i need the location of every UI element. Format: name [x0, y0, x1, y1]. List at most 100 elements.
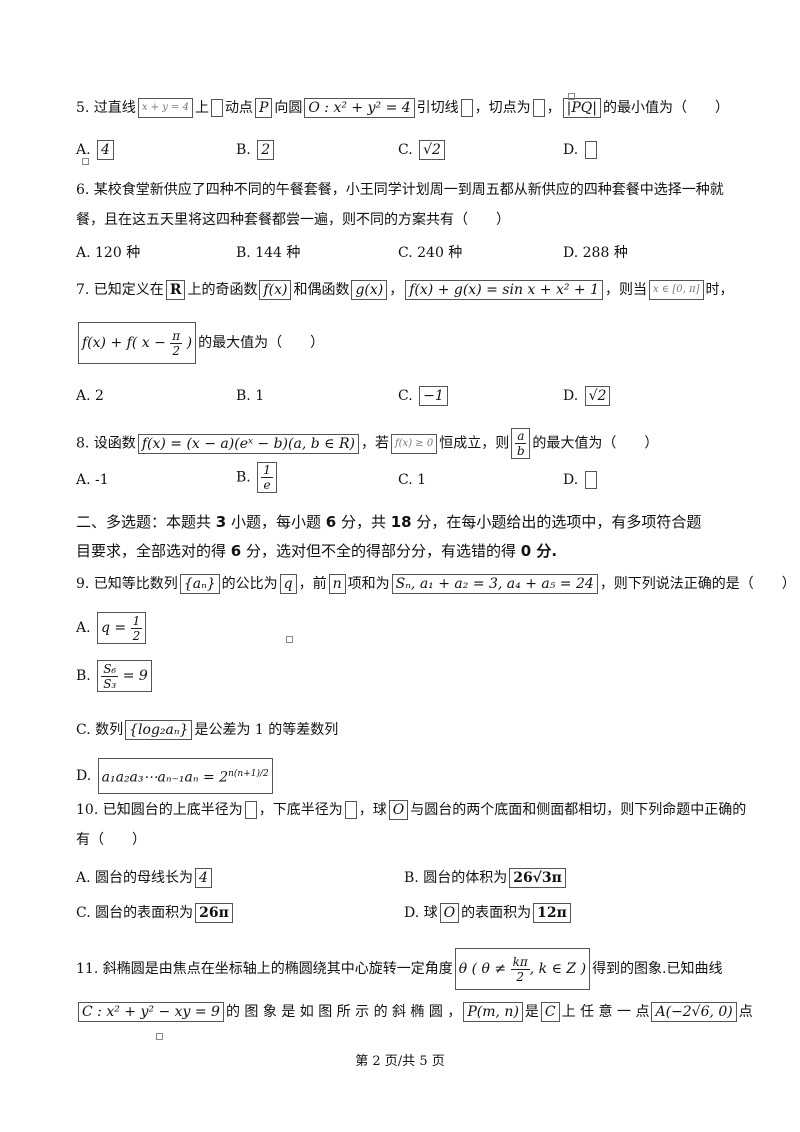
frac-denominator: 2 [132, 628, 141, 643]
q5-blank-q [532, 99, 545, 117]
option-value-empty [584, 141, 597, 159]
q5-blank-tangent [460, 99, 473, 117]
frac-denominator: 2 [172, 343, 181, 358]
option-label: B. [236, 388, 251, 404]
option-value: 26π [195, 903, 233, 923]
q5-circle-equation: O : x² + y² = 4 [304, 98, 415, 118]
q9-text-a: 9. 已知等比数列 [76, 576, 178, 592]
q11-point-p: P(m, n) [463, 1002, 523, 1022]
option-label: C. 圆台的表面积为 [76, 905, 194, 921]
q7-fx: f(x) [259, 280, 292, 300]
q7-equation: f(x) + g(x) = sin x + x² + 1 [405, 280, 603, 300]
q7-option-a[interactable]: A. 2 [76, 386, 104, 406]
section-number: 6 [325, 513, 337, 531]
q8-function: f(x) = (x − a)(eˣ − b)(a, b ∈ R) [137, 433, 359, 454]
section-text: 目要求，全部选对的得 [76, 542, 231, 560]
q6-option-d[interactable]: D. 288 种 [563, 243, 628, 263]
frac-denominator: b [516, 444, 525, 458]
q8-option-a[interactable]: A. -1 [76, 470, 109, 490]
q10-blank-bottom-radius [344, 801, 357, 819]
q9-text-d: 项和为 [347, 576, 390, 592]
q9-opt-a-lhs: q = [101, 620, 127, 636]
q7-option-c[interactable]: C. −1 [398, 386, 450, 406]
q10-blank-top-radius [244, 801, 257, 819]
q10-text-b: ，下底半径为 [258, 802, 343, 818]
option-label: A. 圆台的母线长为 [76, 870, 194, 886]
q7-text-a: 7. 已知定义在 [76, 282, 164, 298]
option-value: 26√3π [509, 868, 566, 888]
q8-option-c[interactable]: C. 1 [398, 470, 426, 490]
option-label: D. [563, 142, 579, 158]
option-label: A. [76, 142, 91, 158]
section-number: 18 [390, 513, 412, 531]
q10-sphere-o: O [388, 800, 409, 820]
option-label: D. [76, 767, 92, 784]
q5-option-c[interactable]: C. √2 [398, 140, 447, 160]
q5-option-b[interactable]: B. 2 [236, 140, 276, 160]
q6-option-a[interactable]: A. 120 种 [76, 243, 140, 263]
q8-text-d: 的最大值为（ ） [532, 435, 659, 452]
q6-option-b[interactable]: B. 144 种 [236, 243, 300, 263]
q7-option-d[interactable]: D. √2 [563, 386, 612, 406]
option-label: A. [76, 620, 91, 636]
q5-line-equation: x + y = 4 [137, 98, 193, 118]
q5-option-a[interactable]: A. 4 [76, 140, 116, 160]
option-value: 12π [533, 903, 571, 923]
stray-marker [82, 158, 89, 165]
option-value: 4 [195, 868, 212, 888]
option-label: D. 球 [404, 905, 438, 921]
option-label: C. 数列 [76, 722, 124, 738]
option-label: B. [236, 469, 251, 486]
q8-condition: f(x) ≥ 0 [390, 433, 438, 454]
option-text: 的表面积为 [461, 905, 532, 921]
q9-text-e: ，则下列说法正确的是（ ） [599, 576, 796, 592]
option-label: D. [563, 388, 579, 404]
q5-option-d[interactable]: D. [563, 140, 599, 160]
q9-option-c[interactable]: C. 数列{log₂aₙ}是公差为 1 的等差数列 [76, 720, 338, 740]
option-value: 1 [417, 472, 427, 488]
q11-point-a: A(−2√6, 0) [651, 1002, 737, 1022]
q9-sequence: {aₙ} [179, 574, 220, 594]
frac-numerator: S₆ [101, 661, 119, 677]
q9-text-c: ，前 [298, 576, 327, 592]
q9-opt-c-text: 是公差为 1 的等差数列 [194, 722, 339, 738]
stray-marker [286, 636, 293, 643]
option-label: D. [563, 472, 579, 488]
option-label: B. [236, 142, 251, 158]
section-text: 小题，每小题 [226, 513, 326, 531]
q5-text-h: 的最小值为（ ） [603, 100, 729, 116]
q9-option-d[interactable]: D. a₁a₂a₃⋯aₙ₋₁aₙ = 2n(n+1)/2 [76, 758, 275, 794]
q9-conditions: Sₙ, a₁ + a₂ = 3, a₄ + a₅ = 24 [391, 574, 598, 594]
option-value-empty [584, 471, 597, 489]
q7-text-e: ，则当 [605, 282, 647, 298]
page-footer: 第 2 页/共 5 页 [355, 1054, 445, 1069]
q5-text-c: 动点 [224, 100, 253, 116]
option-label: B. [236, 245, 251, 261]
q9-opt-d-expr: a₁a₂a₃⋯aₙ₋₁aₙ = 2 [101, 769, 229, 786]
q8-option-d[interactable]: D. [563, 470, 599, 490]
q5-text-g: ， [546, 100, 561, 116]
q6-option-c[interactable]: C. 240 种 [398, 243, 462, 263]
option-value: 4 [97, 140, 114, 160]
option-label: C. [398, 245, 413, 261]
stray-marker [156, 1033, 163, 1040]
option-value: −1 [419, 386, 448, 406]
q7-option-b[interactable]: B. 1 [236, 386, 264, 406]
